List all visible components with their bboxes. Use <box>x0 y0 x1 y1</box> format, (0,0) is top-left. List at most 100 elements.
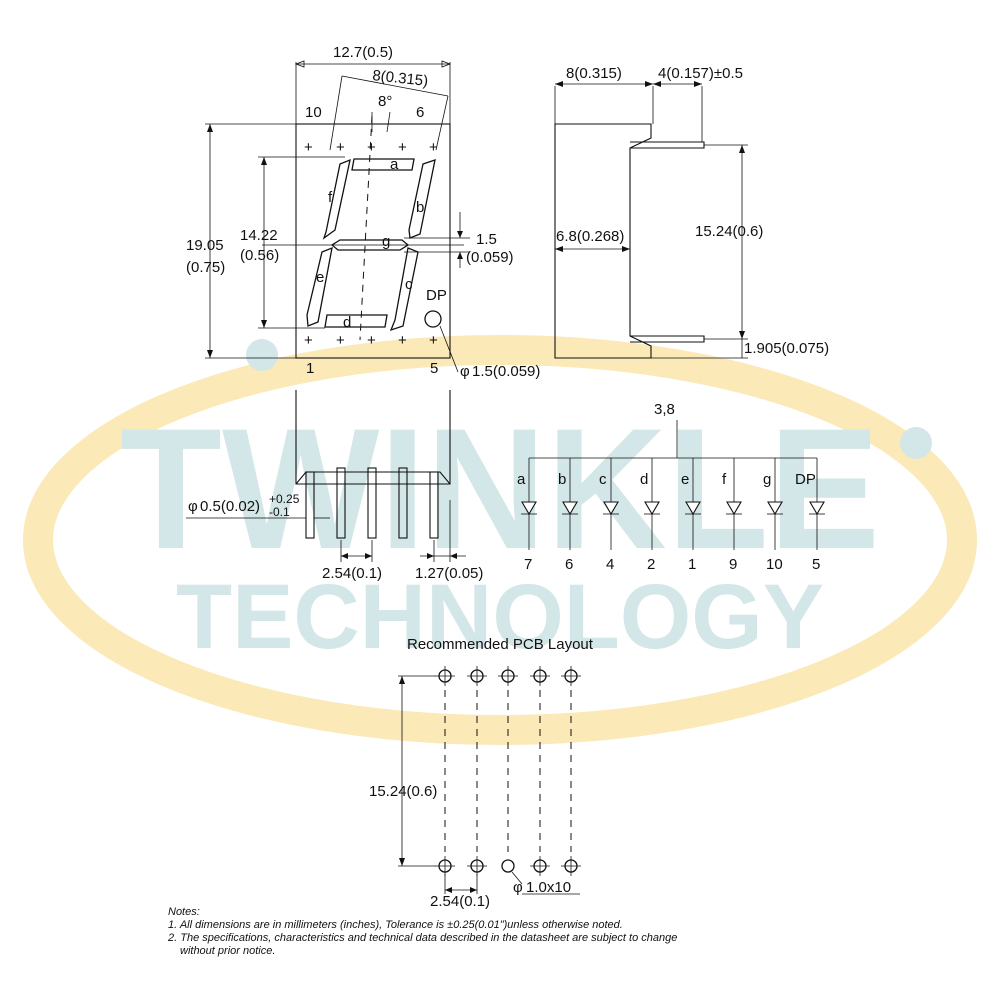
segment-e: e <box>316 269 324 286</box>
dp-label: DP <box>426 287 447 304</box>
diode-c: c4 <box>599 458 619 573</box>
diode-pin-4: 4 <box>606 556 614 573</box>
side-pin-offset: 1.905(0.075) <box>744 340 829 357</box>
notes-title: Notes: <box>168 906 200 918</box>
segment-b: b <box>416 199 424 216</box>
front-digit-width: 8(0.315) <box>372 67 429 90</box>
pcb-holes <box>435 666 581 876</box>
note-2-continued: without prior notice. <box>180 945 276 957</box>
note-1: 1. All dimensions are in millimeters (in… <box>168 919 623 931</box>
front-digit-height-in: (0.56) <box>240 247 279 264</box>
watermark: TWINKLE TECHNOLOGY <box>23 335 977 745</box>
front-digit-height: 14.22 <box>240 227 278 244</box>
pin-pitch: 2.54(0.1) <box>322 565 382 582</box>
front-pin-5: 5 <box>430 360 438 377</box>
front-pin-6: 6 <box>416 104 424 121</box>
svg-text:φ: φ <box>460 363 470 380</box>
common-pins: 3,8 <box>654 401 675 418</box>
pcb-hole-column <box>467 666 487 876</box>
diode-e: e1 <box>681 458 701 573</box>
pcb-pitch: 2.54(0.1) <box>430 893 490 910</box>
side-pin-length: 4(0.157)±0.5 <box>658 65 743 82</box>
pcb-hole-column <box>435 666 455 876</box>
side-depth: 8(0.315) <box>566 65 622 82</box>
watermark-line1: TWINKLE <box>120 393 880 585</box>
diode-pin-9: 9 <box>729 556 737 573</box>
pcb-hole-column <box>561 666 581 876</box>
dp-diameter: 1.5(0.059) <box>472 363 540 380</box>
segment-d: d <box>343 314 351 331</box>
pin-tol-minus: -0.1 <box>269 505 290 519</box>
bottom-body <box>295 390 451 485</box>
diode-pin-7: 7 <box>524 556 532 573</box>
bottom-view: φ 0.5(0.02) +0.25 -0.1 2.54(0.1) 1.27(0.… <box>186 390 483 582</box>
side-row-spacing: 15.24(0.6) <box>695 223 763 240</box>
diode-f: f9 <box>722 458 742 573</box>
diode-label-a: a <box>517 471 526 488</box>
diode-g: g 10 <box>763 458 783 573</box>
watermark-dot-right <box>900 427 932 459</box>
front-overall-width: 12.7(0.5) <box>333 44 393 61</box>
digit-segments <box>262 115 464 341</box>
pcb-title: Recommended PCB Layout <box>407 636 594 653</box>
pcb-hole-column <box>530 666 550 876</box>
diode-pin-5: 5 <box>812 556 820 573</box>
watermark-ring <box>23 335 977 745</box>
front-body <box>295 123 451 359</box>
watermark-dot-left <box>246 339 278 371</box>
svg-text:+: + <box>398 332 407 349</box>
diode-label-g: g <box>763 471 771 488</box>
notes-block: Notes: 1. All dimensions are in millimet… <box>168 906 948 958</box>
diode-label-d: d <box>640 471 648 488</box>
side-body-thickness: 6.8(0.268) <box>556 228 624 245</box>
diode-a: a7 <box>517 458 537 573</box>
segment-f: f <box>328 189 333 206</box>
pcb-layout: Recommended PCB Layout 15.24(0.6) 2.54(0… <box>369 636 594 910</box>
pcb-row-spacing: 15.24(0.6) <box>369 783 437 800</box>
svg-text:+: + <box>304 332 313 349</box>
front-height: 19.05 <box>186 237 224 254</box>
diode-pin-1: 1 <box>688 556 696 573</box>
diode-label-f: f <box>722 471 727 488</box>
segment-a: a <box>390 156 399 173</box>
diode-dp: DP 5 <box>795 458 825 573</box>
note-2: 2. The specifications, characteristics a… <box>168 932 678 944</box>
side-view: 8(0.315) 4(0.157)±0.5 6.8(0.268) 15.24(0… <box>554 65 829 359</box>
diode-pin-6: 6 <box>565 556 573 573</box>
diode-pin-2: 2 <box>647 556 655 573</box>
pin-diameter: 0.5(0.02) <box>200 498 260 515</box>
pin-tol-plus: +0.25 <box>269 492 300 506</box>
svg-text:+: + <box>367 139 376 156</box>
diode-label-c: c <box>599 471 607 488</box>
front-view: 12.7(0.5) 8(0.315) 8° 10 6 + + + + + + +… <box>186 44 540 380</box>
svg-text:φ: φ <box>513 879 523 896</box>
front-height-in: (0.75) <box>186 259 225 276</box>
svg-text:φ: φ <box>188 498 198 515</box>
segment-c: c <box>405 276 413 293</box>
bottom-pins <box>305 467 439 539</box>
diode-label-dp: DP <box>795 471 816 488</box>
svg-text:+: + <box>304 139 313 156</box>
svg-text:+: + <box>336 139 345 156</box>
pcb-hole-dia: 1.0x10 <box>526 879 571 896</box>
front-pin-10: 10 <box>305 104 322 121</box>
front-slant-angle: 8° <box>378 93 392 110</box>
segment-g: g <box>382 233 390 250</box>
segment-width: 1.5 <box>476 231 497 248</box>
diode-label-b: b <box>558 471 566 488</box>
front-pin-1: 1 <box>306 360 314 377</box>
diode-label-e: e <box>681 471 689 488</box>
diode-d: d2 <box>640 458 660 573</box>
svg-text:+: + <box>367 332 376 349</box>
watermark-line2: TECHNOLOGY <box>176 566 824 668</box>
segment-width-in: (0.059) <box>466 249 514 266</box>
diode-pin-10: 10 <box>766 556 783 573</box>
pcb-hole-column <box>498 666 518 873</box>
svg-text:+: + <box>429 139 438 156</box>
svg-text:+: + <box>429 332 438 349</box>
pin-edge-offset: 1.27(0.05) <box>415 565 483 582</box>
svg-text:+: + <box>398 139 407 156</box>
